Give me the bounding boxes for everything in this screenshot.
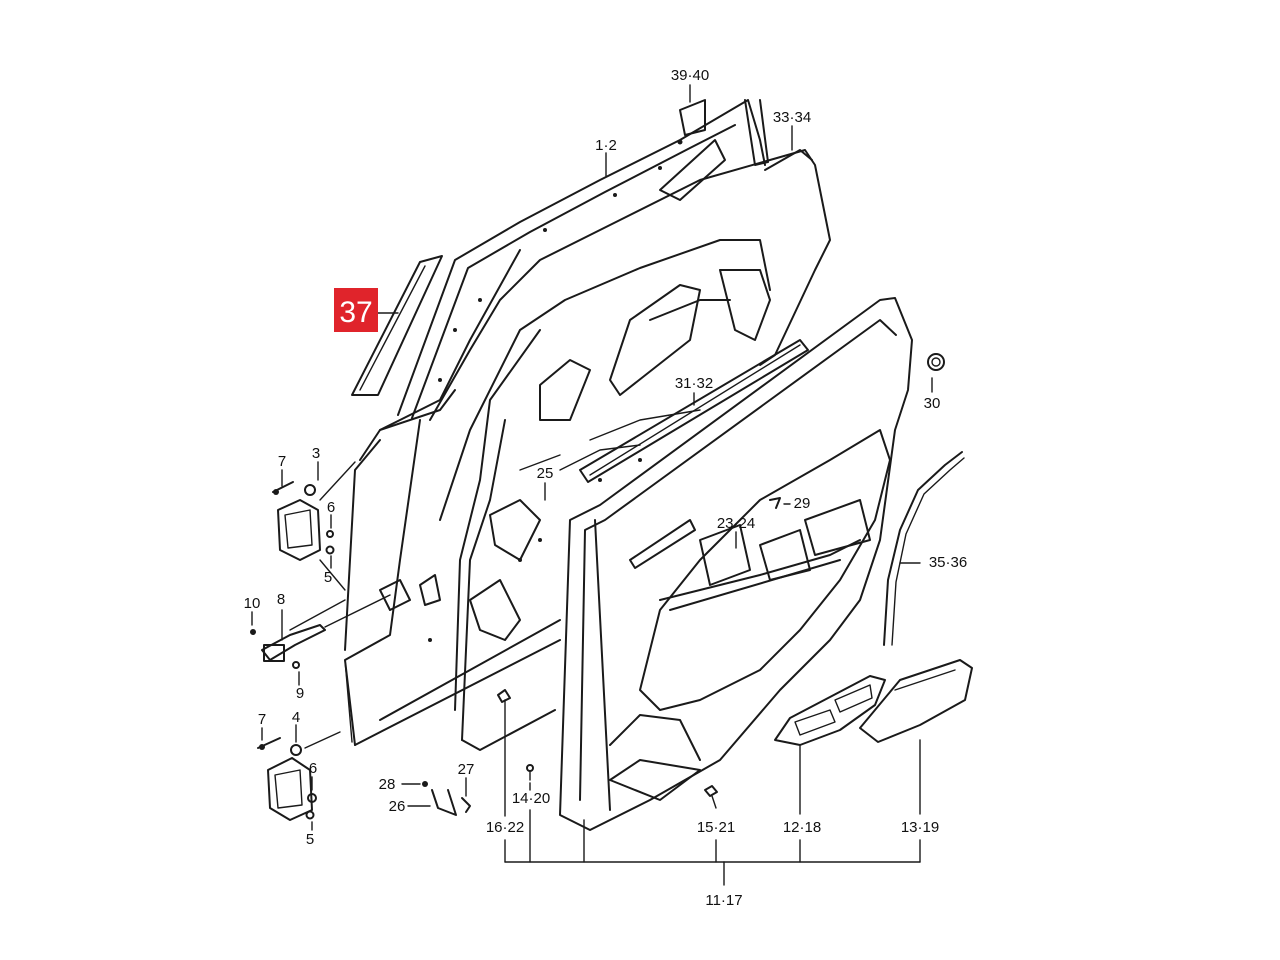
part-label: 12·18 [783, 819, 821, 836]
part-label: 5 [324, 569, 332, 586]
part-label: 26 [389, 798, 406, 815]
upper-hinge-part [272, 461, 356, 591]
part-label: 13·19 [901, 819, 939, 836]
part-label: 3 [312, 445, 320, 462]
part-labels: 39·40 33·34 1·2 31·32 30 25 29 23·24 35·… [244, 67, 968, 909]
glass-strip-part [351, 255, 443, 396]
door-trim-panel-part [559, 297, 913, 831]
highlight-badge-bg [334, 288, 378, 332]
part-label: 30 [924, 395, 941, 412]
part-label: 4 [292, 709, 300, 726]
part-label: 10 [244, 595, 261, 612]
part-label: 6 [327, 499, 335, 516]
part-label: 35·36 [929, 554, 967, 571]
part-label: 8 [277, 591, 285, 608]
highlight-label: 37 [339, 296, 372, 329]
part-label: 39·40 [671, 67, 709, 84]
leader-lines [251, 84, 933, 886]
part-label: 25 [537, 465, 554, 482]
door-frame-part [344, 99, 831, 751]
lower-hinge-part [257, 659, 353, 821]
belt-moulding-part [579, 339, 809, 483]
part-label: 9 [296, 685, 304, 702]
door-seal-part [679, 99, 813, 171]
armrest-cover-part [859, 659, 973, 743]
part-label: 16·22 [486, 819, 524, 836]
plug-part [927, 353, 945, 371]
switch-panel-part [774, 675, 886, 746]
part-label: 7 [258, 711, 266, 728]
part-label: 31·32 [675, 375, 713, 392]
weatherstrip-part [883, 451, 965, 646]
part-label: 6 [309, 760, 317, 777]
door-check-part [250, 594, 391, 669]
highlight-badge: 37 [334, 288, 378, 332]
part-label: 5 [306, 831, 314, 848]
part-label: 1·2 [595, 137, 617, 154]
part-label: 11·17 [705, 892, 742, 909]
part-label: 23·24 [717, 515, 755, 532]
part-label: 14·20 [512, 790, 550, 807]
part-label: 29 [794, 495, 811, 512]
fasteners-parts [422, 497, 781, 816]
part-label: 27 [458, 761, 475, 778]
part-label: 15·21 [697, 819, 735, 836]
part-label: 7 [278, 453, 286, 470]
part-label: 28 [379, 776, 396, 793]
part-label: 33·34 [773, 109, 811, 126]
